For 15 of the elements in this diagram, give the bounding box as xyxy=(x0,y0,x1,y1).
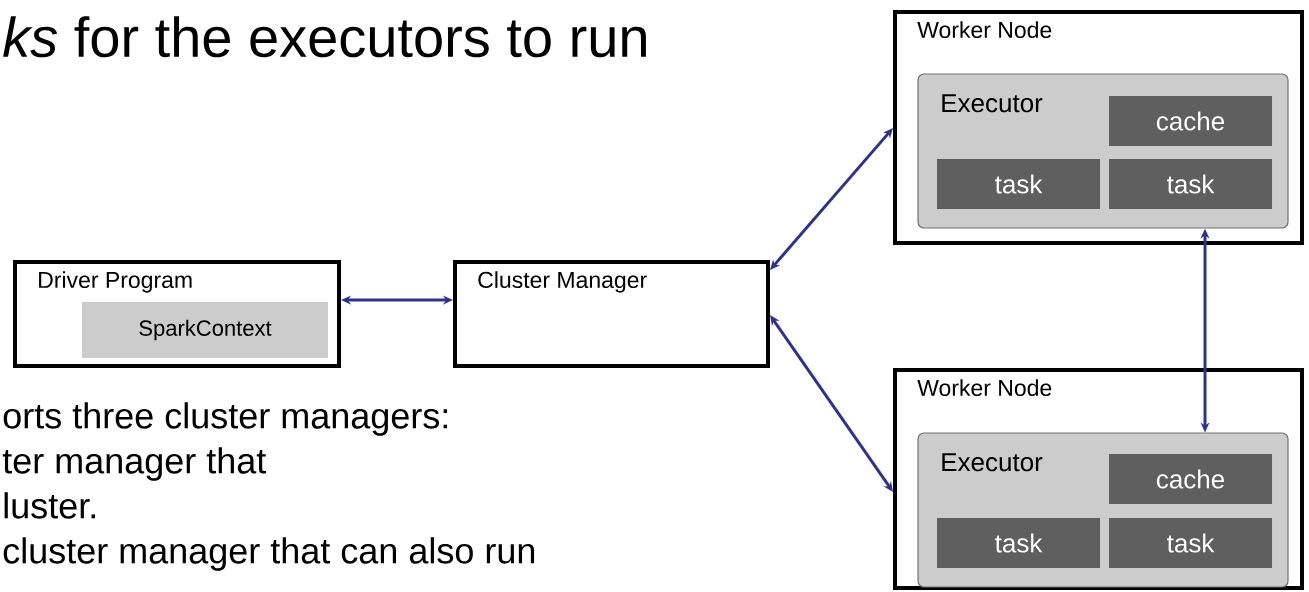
process-box: task xyxy=(937,518,1100,568)
body-text: orts three cluster managers: xyxy=(3,402,448,436)
process-box: cache xyxy=(1109,454,1272,504)
process-box: task xyxy=(937,159,1100,209)
body-text: ter manager that xyxy=(2,447,267,481)
component-box: Cluster Manager xyxy=(453,260,770,368)
process-box: cache xyxy=(1109,96,1272,146)
arrow xyxy=(770,128,893,270)
process-box: task xyxy=(1109,518,1272,568)
context-box: SparkContext xyxy=(82,302,328,358)
body-text: cluster manager that can also run xyxy=(3,537,535,571)
process-box: task xyxy=(1109,159,1272,209)
body-text: luster. xyxy=(4,492,95,519)
title: ks for the executors to run xyxy=(3,16,646,58)
arrow xyxy=(770,315,893,492)
